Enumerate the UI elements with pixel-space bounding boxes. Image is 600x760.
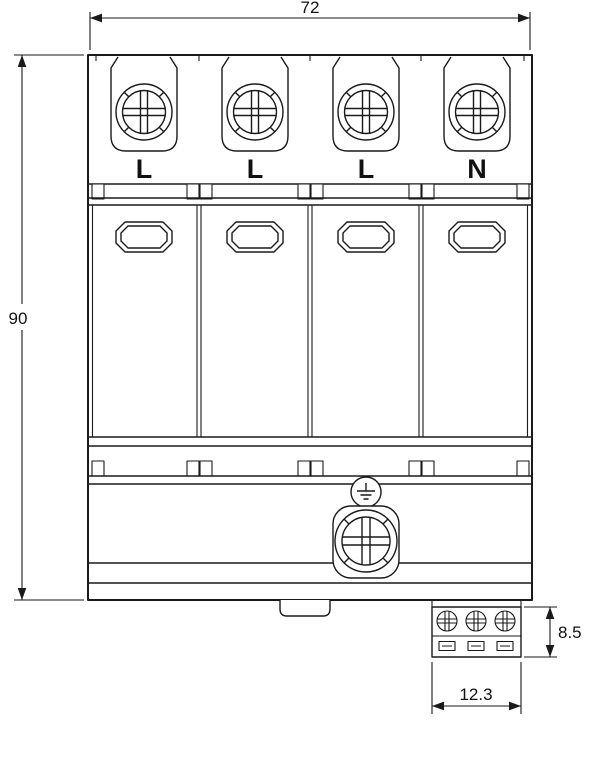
connector-screw-icon — [494, 610, 516, 632]
terminal-screw-icon — [115, 83, 173, 141]
clip-tab — [408, 460, 422, 477]
clip-tab — [310, 183, 324, 200]
dimension-width: 72 — [89, 0, 531, 50]
dimension-width-label: 72 — [301, 0, 320, 17]
clip-tab — [91, 460, 105, 477]
terminal-screw-icon — [337, 83, 395, 141]
clip-tab — [297, 460, 311, 477]
connector-screw-icon — [465, 610, 487, 632]
main-screw-icon — [334, 509, 398, 573]
dimension-connector-height: 8.5 — [524, 606, 582, 658]
terminal-label-l3: L — [358, 154, 375, 184]
clip-tab — [421, 460, 435, 477]
terminal-label-l2: L — [247, 154, 264, 184]
clip-tab — [421, 183, 435, 200]
clip-tab — [516, 183, 530, 200]
clip-tab — [186, 460, 200, 477]
device-body: L L L N — [87, 54, 533, 658]
clip-tab — [91, 183, 105, 200]
dimension-height: 90 — [2, 54, 84, 601]
clip-tab — [516, 460, 530, 477]
connector-screw-icon — [436, 610, 458, 632]
clip-tab — [297, 183, 311, 200]
ground-symbol-icon — [350, 476, 382, 508]
clip-tab — [199, 183, 213, 200]
terminal-screw-icon — [226, 83, 284, 141]
clip-tab — [186, 183, 200, 200]
dimension-connector-width-label: 12.3 — [459, 685, 492, 704]
clip-tab — [408, 183, 422, 200]
dimension-height-label: 90 — [9, 309, 28, 328]
dimension-connector-height-label: 8.5 — [558, 623, 582, 642]
connector-slot — [467, 640, 485, 652]
din-rail-clip — [279, 600, 331, 617]
terminal-screw-icon — [448, 83, 506, 141]
clip-tab — [199, 460, 213, 477]
terminal-label-l1: L — [136, 154, 153, 184]
dimension-connector-width: 12.3 — [431, 662, 522, 714]
clip-tab — [310, 460, 324, 477]
terminal-label-n: N — [467, 154, 487, 184]
aux-connector — [431, 600, 522, 658]
connector-slot — [496, 640, 514, 652]
connector-slot — [438, 640, 456, 652]
